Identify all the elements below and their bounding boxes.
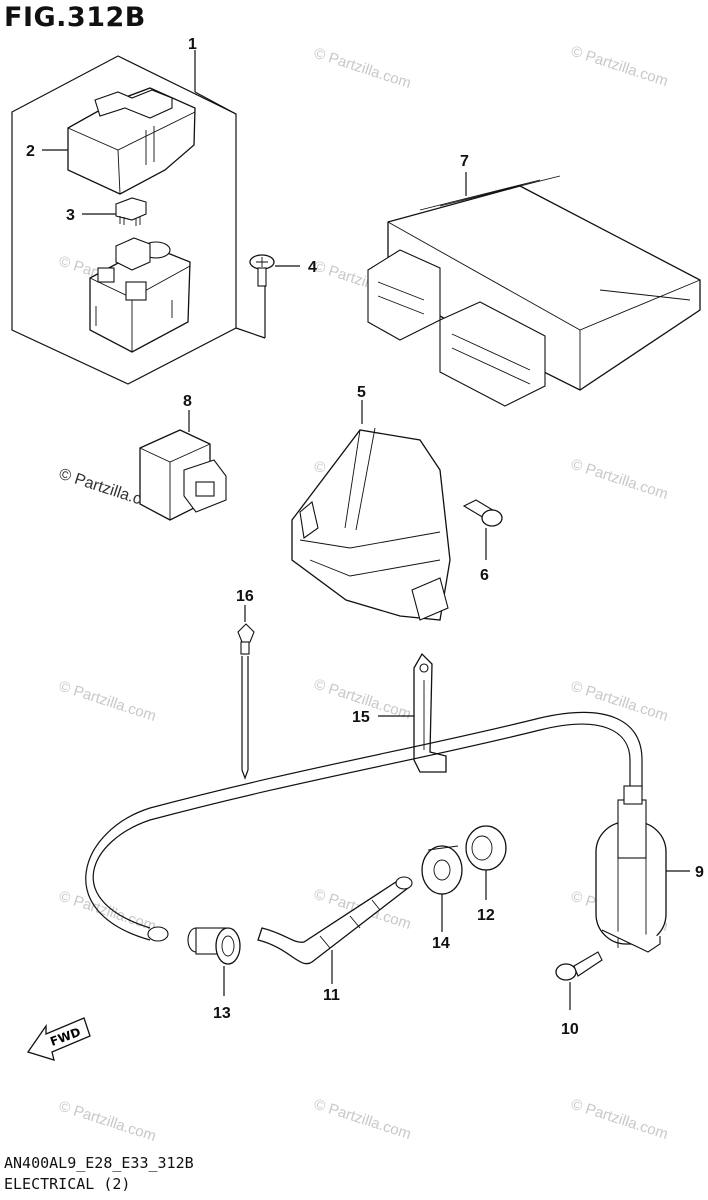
callout-7: 7 [460,153,469,170]
ecm-unit [367,172,701,407]
watermark: © Partzilla.com [57,678,158,725]
fuel-hose [85,711,643,942]
section-name: ELECTRICAL (2) [4,1175,131,1193]
callout-13: 13 [213,1005,231,1022]
screw-4 [249,254,300,287]
cushion-12 [465,825,507,900]
callout-5: 5 [357,384,366,401]
callout-16: 16 [236,588,254,605]
watermark: © Partzilla.com [57,1098,158,1145]
callout-4: 4 [308,259,317,276]
watermark: © Partzilla.com [569,43,670,90]
watermark: © Partzilla.com [57,888,158,935]
relay-kit-outline [11,50,266,385]
fuel-pump [595,785,690,953]
callout-9: 9 [695,864,704,881]
watermark: © Partzilla.com [569,1096,670,1143]
connector-8 [139,410,227,521]
watermark: © Partzilla.com [569,678,670,725]
regulator-rectifier [291,400,451,621]
callout-2: 2 [26,143,35,160]
callout-6: 6 [480,567,489,584]
grommet-13 [187,927,241,996]
callout-14: 14 [432,935,450,952]
bolt-6 [462,499,503,560]
starter-relay [89,237,191,353]
callout-11: 11 [323,987,340,1004]
callout-labels: 1 2 3 4 5 6 7 8 9 10 11 12 13 14 15 16 [26,36,704,1038]
watermark: © Partzilla.com [312,1096,413,1143]
callout-10: 10 [561,1021,579,1038]
forward-arrow: FWD [26,1017,91,1061]
watermark: © Partzilla.com [312,45,413,92]
figure-title: FIG.312B [4,2,146,33]
fuse [82,197,147,226]
hose-bracket [378,652,447,773]
callout-8: 8 [183,393,192,410]
cable-tie [237,605,255,780]
watermark: © Partzilla.com [569,456,670,503]
diagram-code: AN400AL9_E28_E33_312B [4,1154,194,1172]
callout-12: 12 [477,907,495,924]
callout-3: 3 [66,207,75,224]
callout-15: 15 [352,709,370,726]
bolt-10 [555,951,603,1010]
callout-1: 1 [188,36,197,53]
fuel-hose-elbow [257,876,413,984]
seal-14 [421,845,463,932]
relay-cover [42,87,196,195]
